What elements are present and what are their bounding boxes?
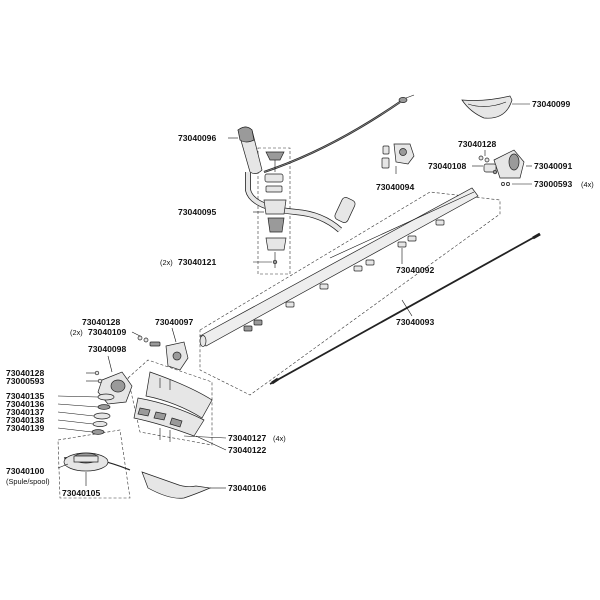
head-washers	[57, 393, 115, 435]
handle-bracket-parts	[253, 151, 287, 268]
drive-shaft	[269, 232, 541, 385]
main-shaft	[199, 187, 479, 347]
label-73040128-mid: 73040128	[82, 317, 120, 327]
label-73000593-top: 73000593	[534, 179, 572, 189]
label-73040095: 73040095	[178, 207, 216, 217]
label-73040096: 73040096	[178, 133, 216, 143]
trimmer-head	[57, 452, 131, 486]
label-73040122: 73040122	[228, 445, 266, 455]
throttle-housing-parts	[381, 143, 415, 174]
loop-handle	[245, 172, 356, 233]
lower-clamp	[131, 327, 189, 371]
label-73040121: 73040121	[178, 257, 216, 267]
label-73040136: 73040136	[6, 399, 44, 409]
label-73040105: 73040105	[62, 488, 100, 498]
label-73040108: 73040108	[428, 161, 466, 171]
label-73040093: 73040093	[396, 317, 434, 327]
label-73040092: 73040092	[396, 265, 434, 275]
shaft-group-box	[199, 191, 501, 396]
engine-coupling	[472, 149, 532, 186]
shaft-bearings	[243, 219, 445, 332]
label-73040091: 73040091	[534, 161, 572, 171]
qty-73040109: (2x)	[70, 328, 83, 337]
qty-73040127: (4x)	[273, 434, 286, 443]
label-73040098: 73040098	[88, 344, 126, 354]
qty-73040121: (2x)	[160, 258, 173, 267]
label-73040106: 73040106	[228, 483, 266, 493]
qty-73000593-top: (4x)	[581, 180, 594, 189]
grass-guard	[133, 371, 227, 451]
label-73000593-low: 73000593	[6, 376, 44, 386]
cutting-blade	[141, 471, 226, 499]
label-73040109: 73040109	[88, 327, 126, 337]
label-73040097: 73040097	[155, 317, 193, 327]
label-73040128-low: 73040128	[6, 368, 44, 378]
label-73040099: 73040099	[532, 99, 570, 109]
guard-group-box	[127, 359, 213, 446]
label-73040094: 73040094	[376, 182, 414, 192]
label-73040127: 73040127	[228, 433, 266, 443]
label-73040128-top: 73040128	[458, 139, 496, 149]
label-73040137: 73040137	[6, 407, 44, 417]
label-73040139: 73040139	[6, 423, 44, 433]
label-73040100: 73040100	[6, 466, 44, 476]
label-73040138: 73040138	[6, 415, 44, 425]
note-spool: (Spule/spool)	[6, 477, 50, 486]
guard-cap	[461, 95, 530, 119]
handle-grip	[228, 126, 263, 174]
throttle-cable	[263, 94, 415, 174]
label-73040135: 73040135	[6, 391, 44, 401]
